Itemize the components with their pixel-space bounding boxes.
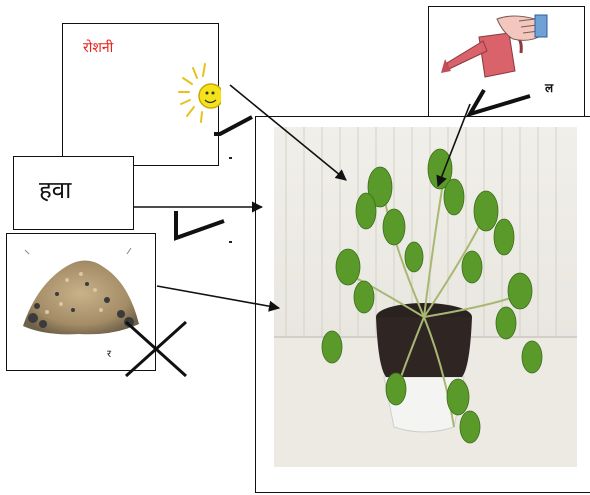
water-card: ल	[428, 6, 585, 118]
soil-label: र	[107, 346, 111, 360]
plant-card	[255, 116, 590, 493]
air-tick-mark	[176, 211, 224, 238]
wilted-potted-plant-image	[274, 127, 577, 467]
light-label: रोशनी	[83, 38, 113, 57]
soil-card: र	[6, 233, 156, 371]
water-label: ल	[545, 79, 553, 96]
light-card: रोशनी	[62, 23, 219, 166]
sun-icon	[175, 60, 221, 130]
watering-can-icon	[439, 13, 549, 83]
air-card: हवा	[13, 156, 134, 230]
air-label: हवा	[39, 173, 71, 206]
soil-pile-image	[17, 244, 145, 340]
